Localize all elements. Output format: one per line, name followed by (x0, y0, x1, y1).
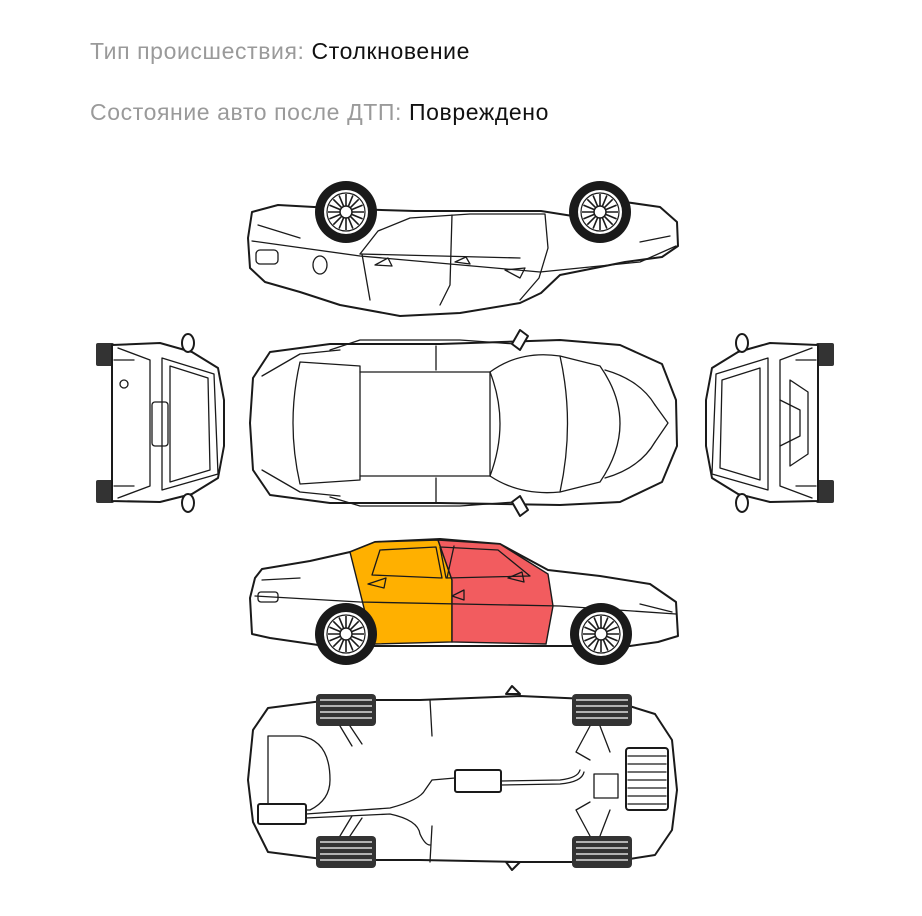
car-view-front (96, 333, 225, 513)
car-state-value: Повреждено (409, 99, 549, 125)
damage-zone-rear-door[interactable] (436, 539, 554, 645)
incident-type-value: Столкновение (311, 38, 470, 64)
car-view-top (249, 329, 678, 517)
tire-icon (816, 343, 834, 366)
car-view-side-bottom (249, 538, 679, 666)
car-view-underbody (247, 685, 678, 871)
incident-type-label: Тип происшествия: (90, 38, 305, 64)
tire-icon (572, 694, 632, 726)
wheel-icon (569, 602, 633, 666)
tire-icon (316, 694, 376, 726)
car-view-rear (705, 333, 834, 513)
wheel-icon (568, 180, 632, 244)
car-state-label: Состояние авто после ДТП: (90, 99, 403, 125)
tire-icon (816, 480, 834, 503)
tire-icon (316, 836, 376, 868)
tire-icon (96, 343, 114, 366)
car-state-line: Состояние авто после ДТП: Повреждено (90, 99, 549, 126)
incident-type-line: Тип происшествия: Столкновение (90, 38, 470, 65)
wheel-icon (314, 602, 378, 666)
car-view-side-top (247, 180, 679, 317)
wheel-icon (314, 180, 378, 244)
tire-icon (96, 480, 114, 503)
tire-icon (572, 836, 632, 868)
